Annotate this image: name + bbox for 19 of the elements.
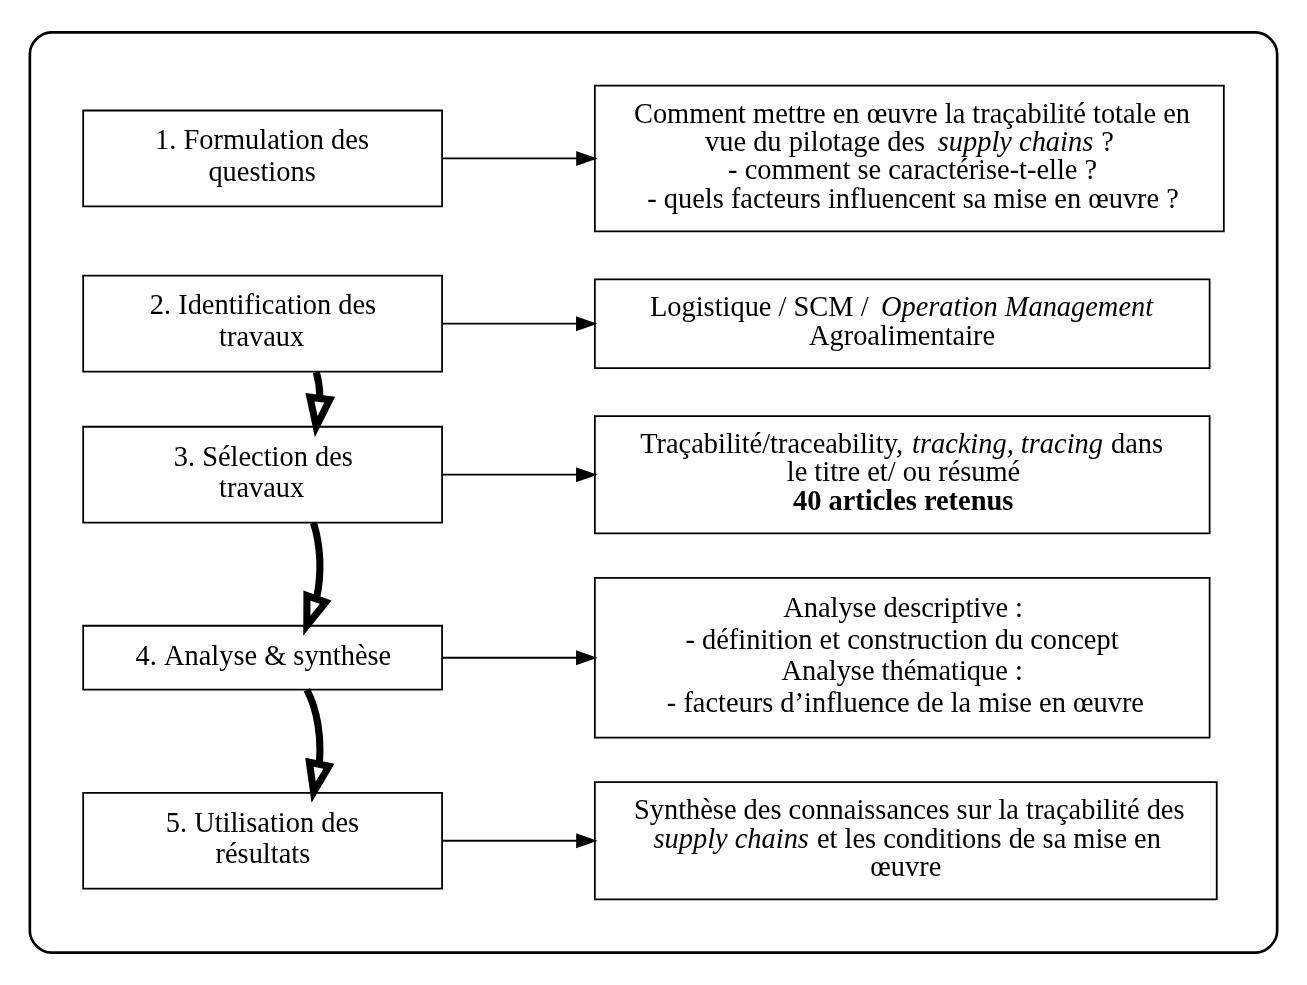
node-box: Traçabilité/traceability, tracking, tracing dans le titre et/ ou résumé 40 articles retenus: [594, 415, 1211, 535]
arrow: [441, 833, 598, 849]
cluster: [28, 31, 1279, 954]
arrow: [441, 467, 598, 483]
arrow: [303, 521, 332, 636]
node-box: Comment mettre en œuvre la traçabilité totale en vue du pilotage des supply chains ? - comment se caractérise-t-elle ? - quels facteurs influencent sa mise en œuvre ?: [594, 84, 1225, 233]
arrow: [441, 650, 598, 666]
node-box: 4. Analyse & synthèse: [82, 624, 443, 691]
arrow: [441, 151, 598, 166]
node-box: 2. Identification des travaux: [82, 274, 443, 373]
arrow: [303, 688, 335, 803]
node-box: 1. Formulation des questions: [82, 109, 443, 208]
node-box: Analyse descriptive : - définition et construction du concept Analyse thématique : - facteurs d’influence de la mise en œuvre: [594, 576, 1211, 739]
node-box: 3. Sélection des travaux: [82, 425, 443, 524]
node-box: Synthèse des connaissances sur la traçabilité des supply chains et les conditions de sa mise en œuvre: [594, 781, 1218, 901]
arrow: [441, 316, 598, 332]
node-box: 5. Utilisation des résultats: [82, 791, 443, 890]
node-box: Logistique / SCM / Operation Management Agroalimentaire: [594, 278, 1211, 369]
arrow: [305, 371, 336, 438]
